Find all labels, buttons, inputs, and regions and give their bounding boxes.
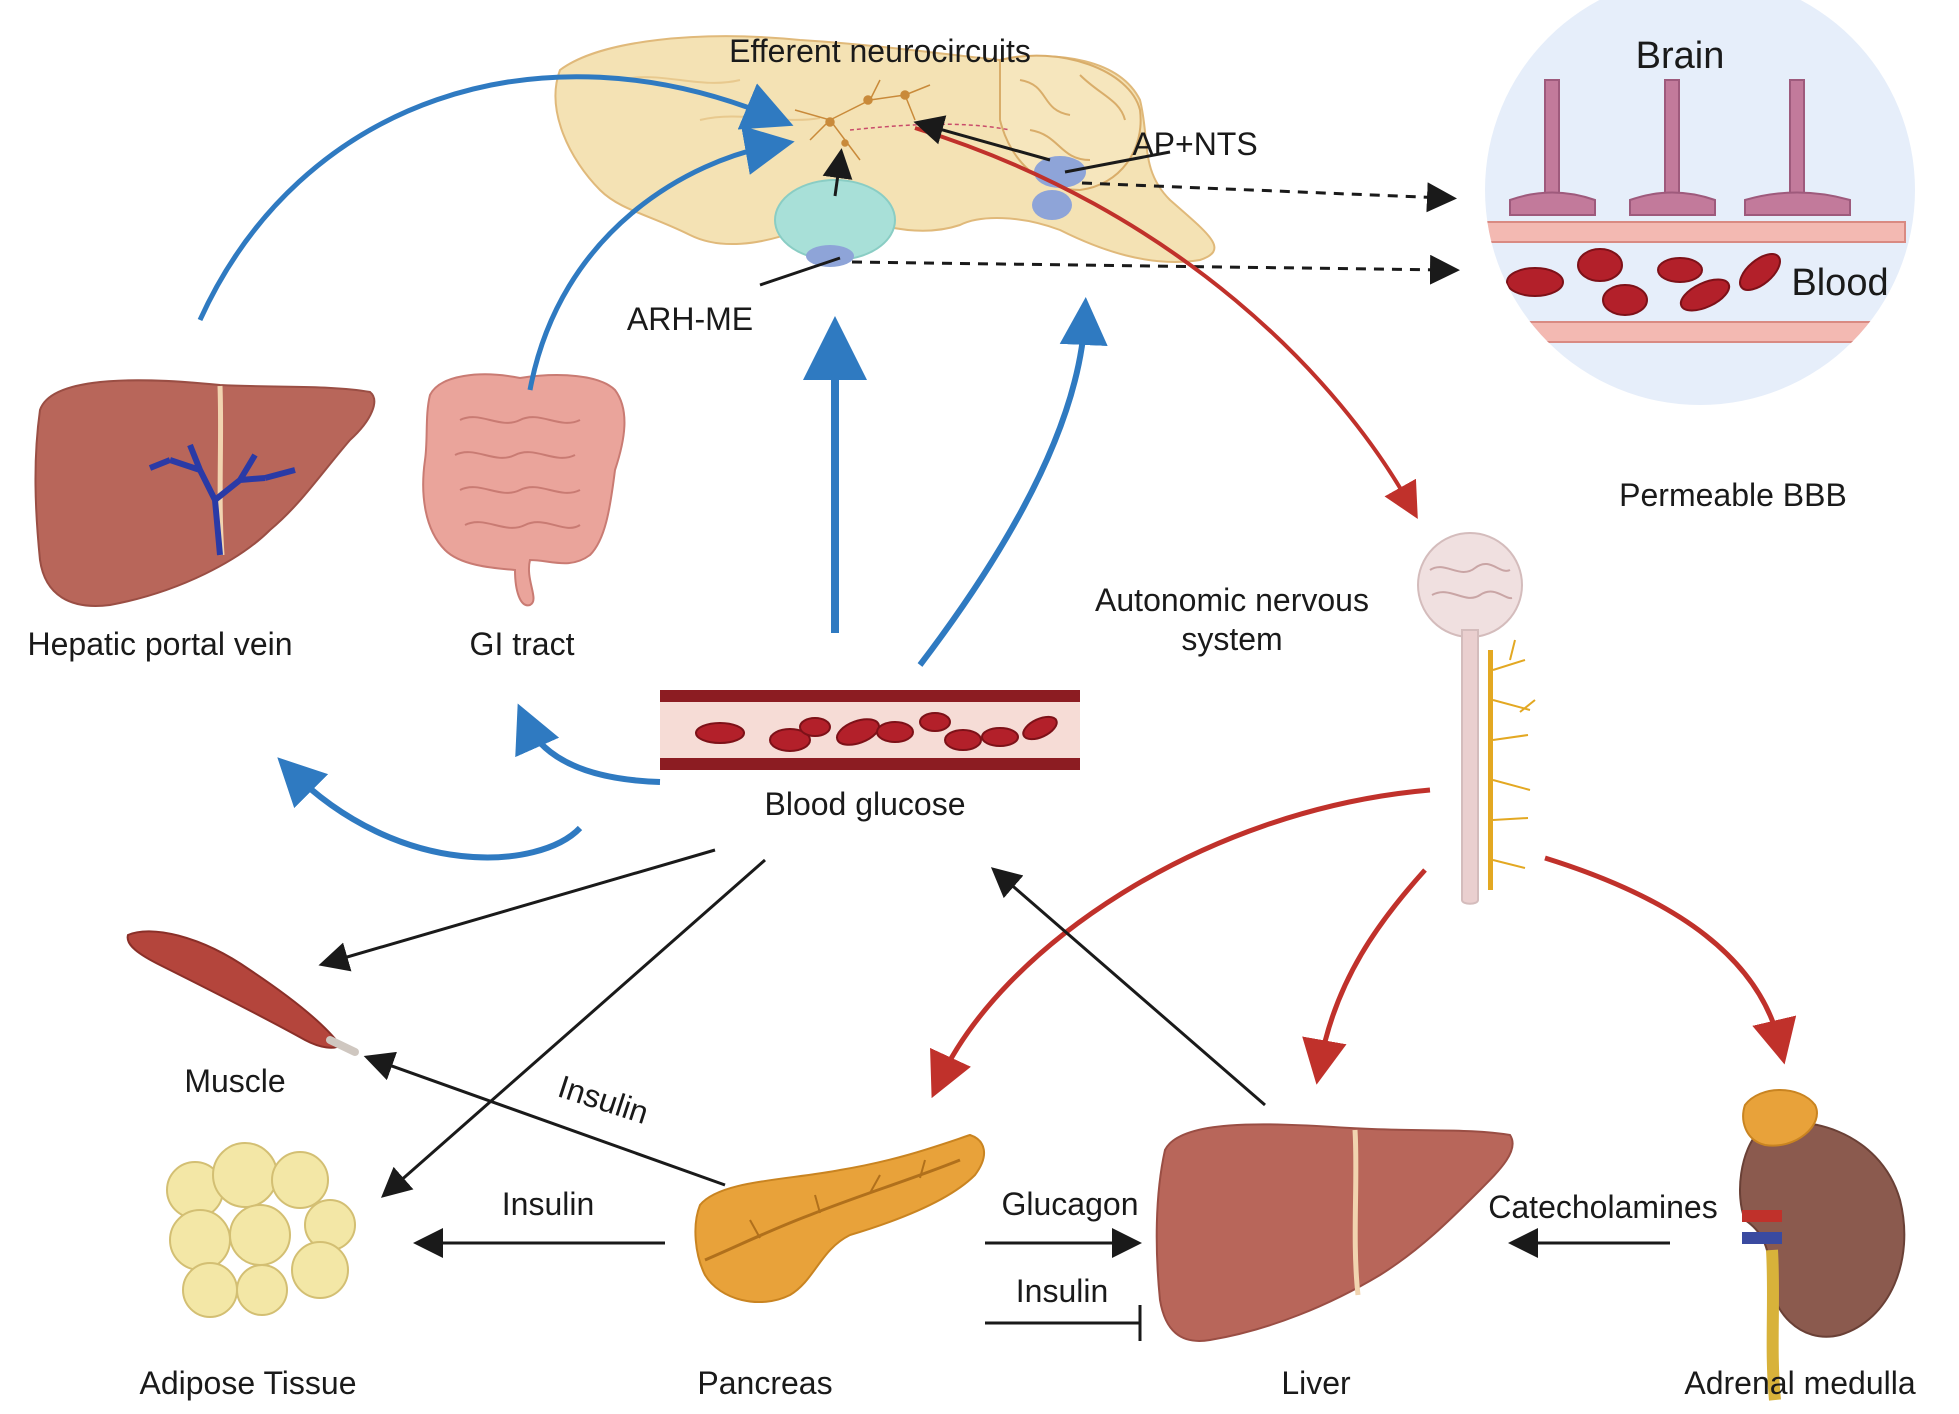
autonomic-nervous-system bbox=[1417, 532, 1536, 905]
adrenal-kidney bbox=[1739, 1089, 1906, 1401]
liver-label: Liver bbox=[1281, 1365, 1351, 1401]
arrow-ans-to-pancreas bbox=[930, 787, 1431, 1099]
gi-tract-label: GI tract bbox=[470, 626, 575, 662]
arrow-ans-to-liver bbox=[1302, 868, 1427, 1085]
adipose-tissue bbox=[166, 1142, 356, 1318]
ans-label-line1: Autonomic nervous bbox=[1095, 582, 1369, 618]
arh-me-label: ARH-ME bbox=[627, 301, 753, 337]
blood-glucose-label: Blood glucose bbox=[764, 786, 965, 822]
ap-nts-label: AP+NTS bbox=[1132, 126, 1257, 162]
arrow-liver-to-glucose bbox=[990, 867, 1266, 1107]
adipose-label: Adipose Tissue bbox=[139, 1365, 356, 1401]
catecholamines-label: Catecholamines bbox=[1488, 1189, 1717, 1225]
arrow-gi-to-brain bbox=[527, 125, 795, 391]
arrow-glucose-to-adipose bbox=[380, 858, 766, 1198]
sympathetic-chain bbox=[1488, 650, 1493, 890]
muscle-label: Muscle bbox=[184, 1063, 285, 1099]
pancreas bbox=[694, 1133, 985, 1303]
arrow-glucose-to-brainstem bbox=[917, 297, 1108, 667]
black-arrows bbox=[318, 115, 1670, 1341]
arrow-glucose-to-portal bbox=[277, 757, 583, 861]
inhibit-insulin-liver bbox=[985, 1305, 1142, 1341]
blood-vessel bbox=[660, 690, 1080, 770]
bbb-caption: Permeable BBB bbox=[1619, 477, 1847, 513]
liver-bottom bbox=[1155, 1123, 1514, 1342]
hepatic-portal-vein-label: Hepatic portal vein bbox=[27, 626, 292, 662]
arrow-hypothalamus-to-neurons bbox=[822, 148, 853, 197]
bbb-blood-label: Blood bbox=[1791, 262, 1888, 304]
red-arrows bbox=[914, 126, 1797, 1099]
arrow-ans-to-adrenal bbox=[1544, 855, 1797, 1065]
ans-label-line2: system bbox=[1181, 621, 1282, 657]
ap-nts-nucleus bbox=[1034, 156, 1086, 188]
blue-arrows bbox=[197, 74, 1108, 861]
hepatic-portal-liver bbox=[34, 379, 376, 607]
adrenal-label: Adrenal medulla bbox=[1684, 1365, 1915, 1401]
insulin-muscle-label: Insulin bbox=[554, 1068, 653, 1131]
insulin-liver-label: Insulin bbox=[1016, 1273, 1109, 1309]
arrow-pancreas-to-muscle bbox=[363, 1051, 726, 1187]
glucagon-label: Glucagon bbox=[1002, 1186, 1139, 1222]
arrow-portal-to-brain bbox=[197, 74, 794, 322]
portal-vein bbox=[148, 443, 296, 556]
bbb-panel: Brain Blood Permeable BBB bbox=[1485, 0, 1915, 513]
arrow-brain-to-ans bbox=[914, 126, 1418, 519]
insulin-adipose-label: Insulin bbox=[502, 1186, 595, 1222]
efferent-neurocircuits-label: Efferent neurocircuits bbox=[729, 33, 1031, 69]
line-ap-nts-pointer bbox=[1064, 150, 1171, 174]
dashed-arrows-to-bbb bbox=[851, 181, 1460, 285]
brain-sagittal bbox=[554, 35, 1216, 267]
arrow-glucose-to-muscle bbox=[318, 848, 716, 972]
muscle bbox=[126, 930, 359, 1056]
arrow-ap-nts-to-neurons bbox=[913, 115, 1051, 162]
line-arh-me-pointer bbox=[759, 256, 841, 287]
arh-me-nucleus bbox=[806, 245, 854, 267]
neuron-cluster bbox=[794, 79, 1011, 161]
gi-tract bbox=[422, 373, 626, 607]
pancreas-label: Pancreas bbox=[697, 1365, 832, 1401]
adrenal-gland bbox=[1742, 1089, 1818, 1147]
arrow-glucose-to-gi bbox=[515, 703, 661, 785]
bbb-brain-label: Brain bbox=[1636, 35, 1725, 77]
